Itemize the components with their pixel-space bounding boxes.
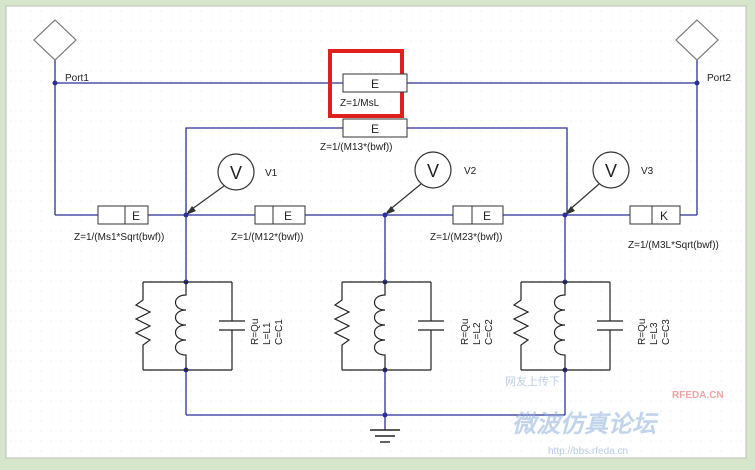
probe-v2-symbol: V [427, 161, 439, 181]
block-m12-letter: E [284, 209, 292, 223]
resonator-tank-1[interactable] [134, 281, 245, 371]
tank-3-c: C=C3 [661, 319, 672, 345]
tank-3-l: L=L3 [649, 322, 660, 345]
port2[interactable]: Port2 [675, 19, 731, 86]
resistor-icon [333, 282, 351, 370]
wiring [54, 58, 698, 430]
resistor-icon [134, 282, 152, 370]
probe-v1-label: V1 [265, 168, 278, 179]
watermark-cn: 微波仿真论坛 [512, 410, 659, 438]
block-m23[interactable]: E Z=1/(M23*(bwf)) [430, 205, 504, 243]
block-msl-label: Z=1/MsL [340, 98, 380, 109]
tank-2-l: L=L2 [472, 322, 483, 345]
block-m3l[interactable]: K Z=1/(M3L*Sqrt(bwf)) [628, 205, 719, 251]
watermark-top: 网友上传下 [505, 374, 560, 388]
block-m13-label: Z=1/(M13*(bwf)) [320, 142, 393, 153]
ground-icon [370, 429, 400, 443]
resonator-tank-2[interactable] [333, 281, 444, 371]
tank-1-params: R=Qu L=L1 C=C1 [250, 319, 285, 345]
resonator-tank-3[interactable] [512, 281, 623, 371]
block-m23-letter: E [483, 209, 491, 223]
block-m3l-label: Z=1/(M3L*Sqrt(bwf)) [628, 240, 719, 251]
tank-2-params: R=Qu L=L2 C=C2 [460, 319, 495, 345]
probe-v3[interactable]: V V3 [565, 151, 654, 215]
inductor-icon [174, 282, 187, 370]
tank-2-r: R=Qu [460, 319, 471, 345]
tank-1-c: C=C1 [274, 319, 285, 345]
inductor-icon [373, 282, 386, 370]
probe-v2-label: V2 [464, 166, 477, 177]
block-msl[interactable]: E Z=1/MsL [337, 73, 408, 109]
block-msl-letter: E [371, 77, 379, 91]
tank-3-r: R=Qu [637, 319, 648, 345]
probe-v3-symbol: V [605, 161, 617, 181]
probe-v3-label: V3 [641, 166, 654, 177]
block-m3l-letter: K [660, 209, 668, 223]
block-ms1[interactable]: E Z=1/(Ms1*Sqrt(bwf)) [74, 205, 164, 243]
tank-3-params: R=Qu L=L3 C=C3 [637, 319, 672, 345]
resistor-icon [512, 282, 530, 370]
block-ms1-label: Z=1/(Ms1*Sqrt(bwf)) [74, 232, 164, 243]
watermark-url: http://bbs.rfeda.cn [548, 446, 628, 457]
tank-1-l: L=L1 [262, 322, 273, 345]
tank-2-c: C=C2 [484, 319, 495, 345]
watermark: 网友上传下 RFEDA.CN 微波仿真论坛 http://bbs.rfeda.c… [505, 374, 724, 457]
block-m23-label: Z=1/(M23*(bwf)) [430, 232, 503, 243]
port1[interactable]: Port1 [33, 19, 89, 86]
block-m12-label: Z=1/(M12*(bwf)) [231, 232, 304, 243]
block-m13[interactable]: E Z=1/(M13*(bwf)) [320, 118, 408, 153]
probe-v2[interactable]: V V2 [385, 151, 477, 215]
probe-v1[interactable]: V V1 [186, 153, 278, 215]
block-m13-letter: E [371, 122, 379, 136]
port2-label: Port2 [707, 73, 731, 84]
block-m12[interactable]: E Z=1/(M12*(bwf)) [231, 205, 306, 243]
probe-v1-symbol: V [230, 163, 242, 183]
block-ms1-letter: E [132, 209, 140, 223]
watermark-brand: RFEDA.CN [672, 390, 724, 401]
inductor-icon [553, 282, 566, 370]
tank-1-r: R=Qu [250, 319, 261, 345]
port1-label: Port1 [65, 73, 89, 84]
